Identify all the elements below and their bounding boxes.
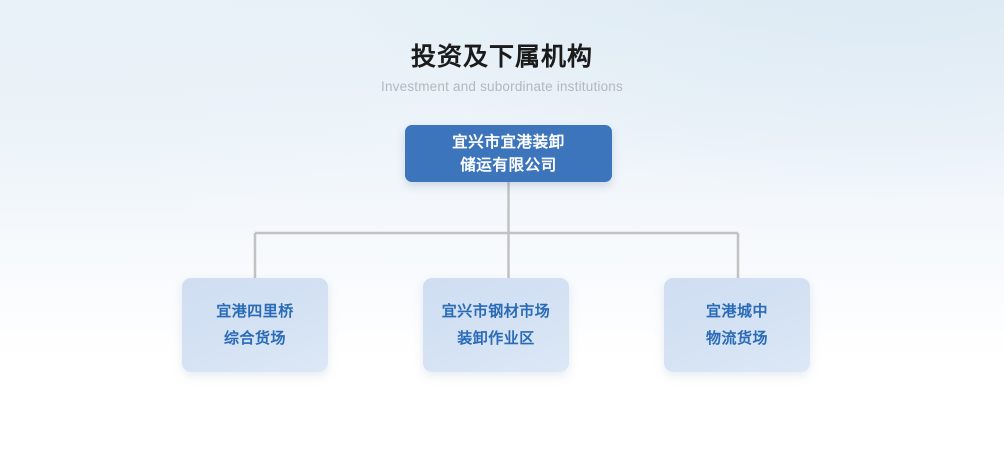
org-node-root-line-2: 储运有限公司 bbox=[460, 156, 557, 174]
page-title: 投资及下属机构 bbox=[410, 43, 593, 71]
org-node-child-0-line-1: 宜港四里桥 bbox=[216, 303, 294, 320]
org-node-child-1[interactable]: 宜兴市钢材市场 装卸作业区 bbox=[423, 278, 569, 372]
page-subtitle: Investment and subordinate institutions bbox=[381, 79, 623, 94]
org-node-child-1-line-2: 装卸作业区 bbox=[457, 330, 535, 347]
org-node-root-line-1: 宜兴市宜港装卸 bbox=[452, 133, 565, 151]
org-node-child-2[interactable]: 宜港城中 物流货场 bbox=[664, 278, 810, 372]
org-node-child-0[interactable]: 宜港四里桥 综合货场 bbox=[182, 278, 328, 372]
page-header: 投资及下属机构 Investment and subordinate insti… bbox=[0, 42, 1004, 95]
org-node-child-2-line-1: 宜港城中 bbox=[705, 303, 768, 320]
org-node-child-2-line-2: 物流货场 bbox=[705, 330, 768, 347]
org-node-child-0-line-2: 综合货场 bbox=[223, 330, 286, 347]
org-node-child-1-line-1: 宜兴市钢材市场 bbox=[441, 303, 551, 320]
org-node-root[interactable]: 宜兴市宜港装卸 储运有限公司 bbox=[405, 125, 612, 182]
